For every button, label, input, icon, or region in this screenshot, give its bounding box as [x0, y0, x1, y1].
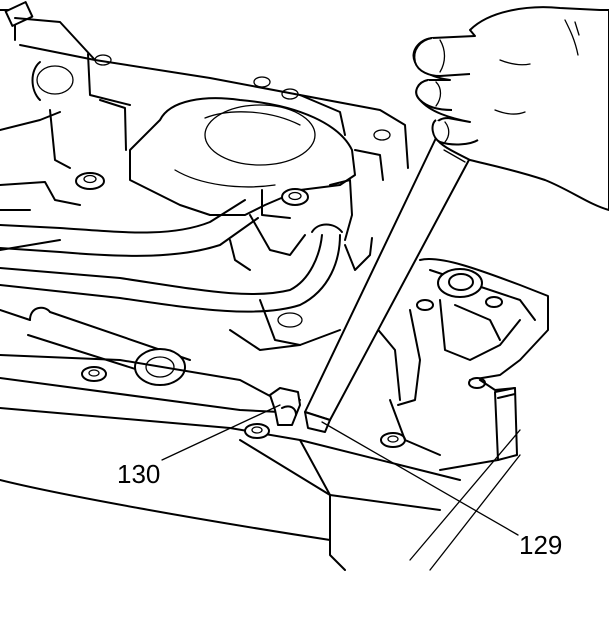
pump-assembly	[0, 97, 373, 386]
callout-label-130: 130	[117, 459, 160, 489]
transmission-case	[0, 1, 409, 251]
callout-130: 130	[117, 404, 281, 489]
leader-line-130	[161, 404, 281, 461]
callout-label-129: 129	[519, 530, 562, 560]
oil-pan-flange	[0, 354, 461, 571]
technician-hand	[412, 6, 609, 211]
leader-line-129	[321, 421, 519, 536]
callout-129: 129	[321, 421, 562, 560]
side-cover	[369, 258, 549, 571]
